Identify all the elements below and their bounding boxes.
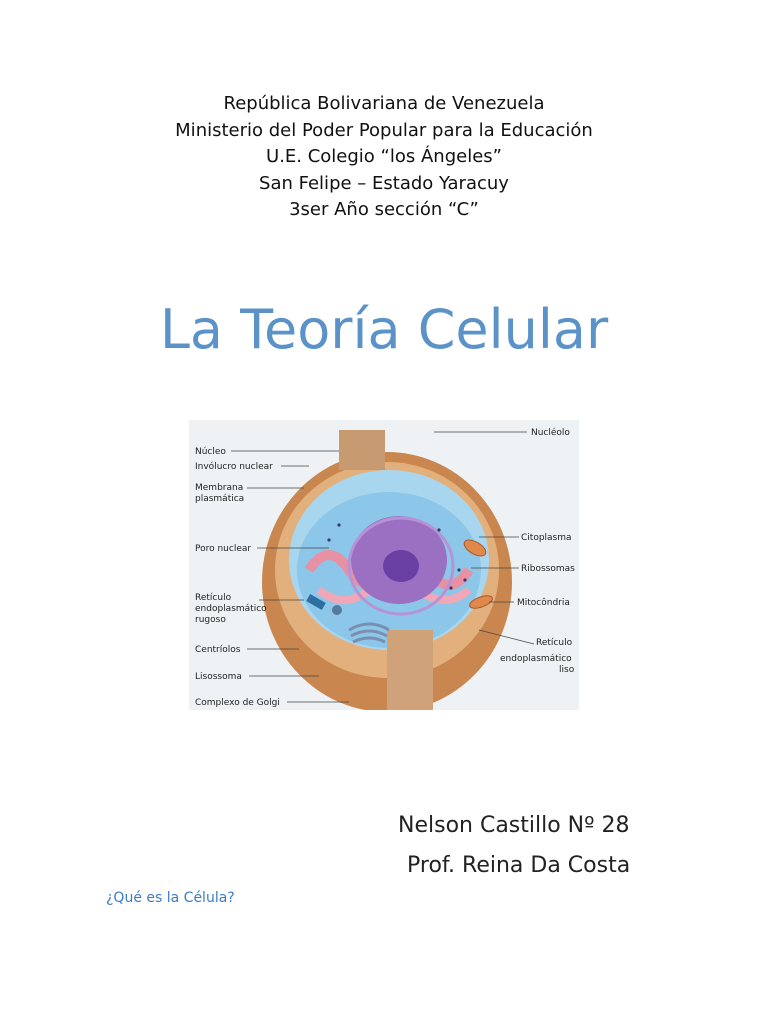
label-nucleus: Núcleo bbox=[195, 447, 226, 457]
student-name: Nelson Castillo Nº 28 bbox=[398, 813, 630, 838]
label-smooth-er-2: endoplasmático bbox=[500, 654, 572, 664]
label-rough-er-3: rugoso bbox=[195, 615, 226, 625]
header-line-ministry: Ministerio del Poder Popular para la Edu… bbox=[175, 119, 593, 141]
mitochondrion-2 bbox=[469, 595, 493, 609]
nucleolus bbox=[383, 550, 419, 582]
cell-cut-bottom bbox=[387, 630, 433, 710]
label-nuclear-envelope: Invólucro nuclear bbox=[195, 461, 273, 472]
label-golgi: Complexo de Golgi bbox=[195, 698, 280, 708]
label-membrane-2: plasmática bbox=[195, 494, 244, 504]
label-nucleolus: Nucléolo bbox=[531, 427, 570, 438]
author-block: Nelson Castillo Nº 28 Prof. Reina Da Cos… bbox=[398, 806, 630, 886]
cell-diagram: Núcleo Invólucro nuclear Membrana plasmá… bbox=[189, 420, 579, 710]
label-nuclear-pore: Poro nuclear bbox=[195, 544, 251, 554]
golgi bbox=[348, 622, 390, 644]
label-rough-er-1: Retículo bbox=[195, 593, 232, 603]
professor-name: Prof. Reina Da Costa bbox=[407, 853, 631, 878]
centriole bbox=[306, 594, 326, 610]
document-title: La Teoría Celular bbox=[159, 298, 609, 361]
nuclear-envelope bbox=[347, 516, 455, 616]
header-line-grade: 3ser Año sección “C” bbox=[289, 199, 479, 220]
cell-cut-top bbox=[339, 430, 385, 470]
mitochondrion-1 bbox=[463, 539, 487, 557]
header-line-location: San Felipe – Estado Yaracuy bbox=[259, 172, 509, 194]
section-heading: ¿Qué es la Célula? bbox=[106, 890, 235, 906]
label-rough-er-2: endoplasmático bbox=[195, 604, 267, 614]
leader-lines-left bbox=[231, 450, 349, 703]
label-centrioles: Centríolos bbox=[195, 645, 241, 655]
lysosome bbox=[332, 605, 342, 615]
label-membrane-1: Membrana bbox=[195, 483, 243, 493]
label-lysosome: Lisossoma bbox=[195, 672, 242, 682]
header-line-republic: República Bolivariana de Venezuela bbox=[223, 93, 545, 114]
label-cytoplasm: Citoplasma bbox=[521, 533, 572, 543]
institution-header: República Bolivariana de Venezuela Minis… bbox=[0, 91, 768, 224]
label-smooth-er-3: liso bbox=[559, 665, 575, 675]
leader-lines-right bbox=[434, 431, 535, 645]
label-ribosomes: Ribossomas bbox=[521, 564, 575, 574]
ribosomes bbox=[327, 523, 467, 590]
label-mitochondria: Mitocôndria bbox=[517, 597, 570, 608]
header-line-school: U.E. Colegio “los Ángeles” bbox=[266, 146, 502, 167]
label-smooth-er-1: Retículo bbox=[536, 638, 573, 648]
cell-illustration: Núcleo Invólucro nuclear Membrana plasmá… bbox=[189, 420, 579, 710]
